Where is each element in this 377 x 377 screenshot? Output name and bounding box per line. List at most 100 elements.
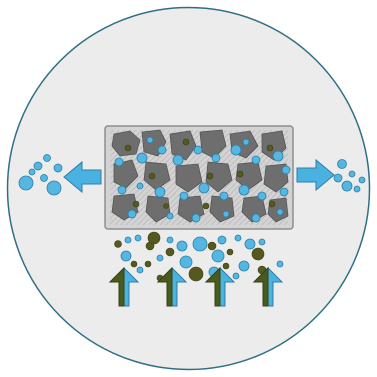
blue-particle	[217, 235, 227, 245]
inflow-arrow-icon	[204, 266, 236, 307]
blue-particle	[28, 168, 36, 176]
blue-particle	[244, 238, 256, 250]
blue-particle	[219, 191, 229, 201]
inflow-particles	[114, 231, 284, 282]
rock-grain	[111, 130, 141, 157]
outflow-arrow-icon	[296, 158, 335, 192]
blue-particle	[176, 240, 188, 252]
olive-particle	[114, 240, 122, 248]
blue-particle	[238, 260, 250, 272]
blue-particle	[211, 249, 225, 263]
blue-particle	[276, 208, 284, 216]
right-outflow	[296, 158, 366, 193]
blue-particle	[230, 144, 242, 156]
olive-particle	[165, 247, 175, 257]
blue-particle	[242, 138, 250, 146]
blue-particle	[172, 154, 184, 166]
blue-particle	[234, 234, 242, 242]
blue-particle	[124, 236, 132, 244]
blue-particle	[179, 191, 189, 201]
blue-particle	[341, 180, 353, 192]
blue-particle	[353, 185, 361, 193]
blue-particle	[40, 174, 48, 182]
olive-particle	[182, 138, 190, 146]
blue-particle	[281, 165, 291, 175]
blue-particle	[198, 182, 210, 194]
olive-particle	[266, 144, 274, 152]
inflow-arrow-icon	[252, 266, 284, 307]
olive-particle	[236, 170, 244, 178]
inflow-arrows	[108, 266, 284, 307]
olive-particle	[251, 247, 265, 261]
blue-particle	[136, 152, 148, 164]
olive-particle	[144, 260, 152, 268]
blue-particle	[53, 163, 63, 173]
rock-grain	[169, 130, 197, 161]
blue-particle	[120, 250, 132, 262]
blue-particle	[46, 180, 62, 196]
rock-grain	[145, 195, 171, 223]
inflow-arrow-icon	[108, 266, 140, 307]
panel-particles	[114, 136, 291, 223]
blue-particle	[333, 173, 343, 183]
olive-particle	[147, 231, 161, 245]
blue-particle	[166, 236, 174, 244]
blue-particle	[191, 213, 201, 223]
blue-particle	[348, 170, 356, 178]
olive-particle	[124, 144, 132, 152]
filter-panel	[104, 125, 294, 230]
blue-particle	[157, 145, 167, 155]
blue-particle	[18, 175, 34, 191]
blue-particle	[193, 145, 203, 155]
blue-particle	[251, 155, 261, 165]
olive-particle	[188, 266, 204, 282]
blue-particle	[238, 184, 250, 196]
left-particles	[18, 154, 63, 196]
blue-particle	[251, 213, 261, 223]
blue-particle	[276, 260, 284, 268]
blue-particle	[146, 136, 154, 144]
olive-particle	[226, 248, 234, 256]
right-particles	[333, 159, 366, 193]
blue-particle	[358, 176, 366, 184]
blue-particle	[134, 234, 142, 242]
olive-particle	[148, 172, 156, 180]
arrow-green-part	[108, 266, 125, 307]
blue-particle	[156, 254, 164, 262]
blue-particle	[33, 161, 43, 171]
rock-grain	[143, 161, 171, 191]
blue-particle	[232, 272, 240, 280]
arrow-green-part	[252, 266, 269, 307]
arrow-green-part	[204, 266, 221, 307]
blue-particle	[272, 150, 284, 162]
inflow-arrow-icon	[156, 266, 188, 307]
arrow-green-part	[156, 266, 173, 307]
rock-grain	[175, 163, 203, 193]
olive-particle	[206, 172, 214, 180]
blue-particle	[136, 266, 144, 274]
blue-particle	[43, 154, 51, 162]
blue-particle	[179, 255, 193, 269]
blue-particle	[192, 236, 208, 252]
blue-particle	[222, 210, 230, 218]
blue-particle	[279, 187, 289, 197]
blue-particle	[114, 157, 124, 167]
blue-particle	[337, 159, 347, 169]
blue-particle	[154, 186, 166, 198]
blue-particle	[136, 182, 144, 190]
blue-particle	[258, 238, 266, 246]
blue-particle	[127, 209, 137, 219]
blue-particle	[257, 191, 267, 201]
left-outflow	[18, 154, 102, 196]
rock-grain	[113, 159, 139, 189]
olive-particle	[222, 262, 230, 270]
olive-particle	[268, 200, 276, 208]
olive-particle	[202, 202, 210, 210]
olive-particle	[207, 241, 217, 251]
outflow-arrow-icon	[63, 160, 102, 194]
blue-particle	[211, 153, 221, 163]
blue-particle	[117, 185, 127, 195]
blue-particle	[166, 212, 174, 220]
olive-particle	[132, 200, 140, 208]
